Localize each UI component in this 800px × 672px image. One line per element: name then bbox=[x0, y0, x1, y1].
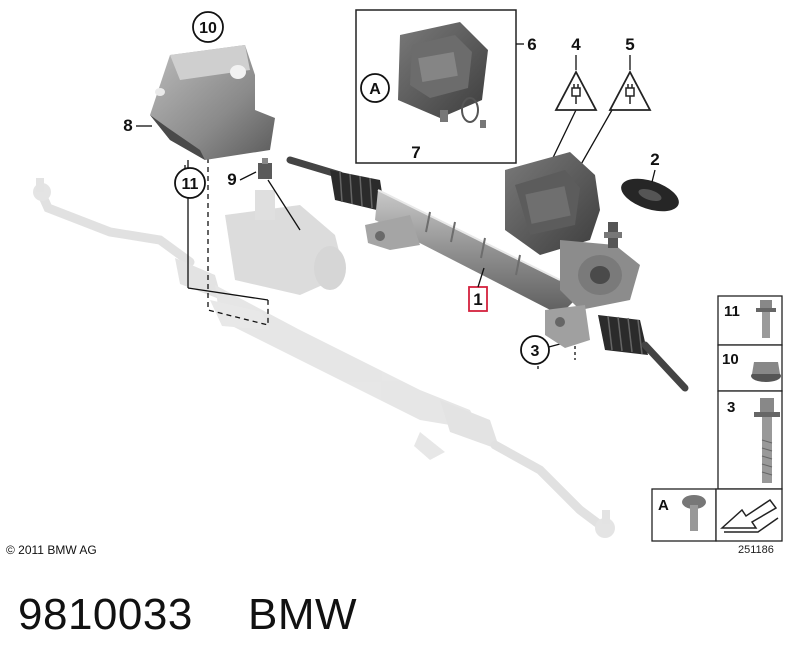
callout-5: 5 bbox=[625, 35, 634, 54]
legend-label-10: 10 bbox=[722, 351, 739, 368]
callout-8: 8 bbox=[123, 116, 132, 135]
electric-motor-unit bbox=[505, 152, 640, 310]
steering-rack bbox=[286, 152, 689, 392]
screw-a-icon bbox=[682, 495, 706, 531]
part-number: 9810033 bbox=[18, 590, 193, 639]
bolt-11-icon bbox=[756, 300, 776, 338]
nut-10-icon bbox=[751, 362, 781, 382]
callout-10: 10 bbox=[199, 20, 217, 37]
part-8-heat-shield bbox=[150, 45, 275, 160]
copyright-text: © 2011 BMW AG bbox=[6, 543, 97, 557]
ghost-steering-rack bbox=[33, 178, 615, 538]
callout-2: 2 bbox=[650, 150, 659, 169]
legend-label-3: 3 bbox=[727, 399, 735, 416]
callout-circle-11 bbox=[174, 167, 206, 199]
callout-9: 9 bbox=[227, 170, 236, 189]
callout-1: 1 bbox=[473, 290, 482, 309]
brand-name: BMW bbox=[248, 590, 358, 639]
callout-7: 7 bbox=[411, 143, 420, 162]
callout-6: 6 bbox=[527, 35, 536, 54]
legend-label-a: A bbox=[658, 497, 669, 514]
electrical-plug-icon bbox=[625, 84, 635, 104]
callout-circle-10 bbox=[192, 11, 224, 43]
part-9-clip bbox=[258, 158, 272, 179]
part-2-washer bbox=[621, 178, 679, 212]
callout-a: A bbox=[369, 81, 381, 98]
electrical-plug-icon bbox=[571, 84, 581, 104]
left-bellows-boot bbox=[330, 170, 385, 212]
arrow-icon bbox=[720, 498, 779, 533]
warning-triangle-icon bbox=[554, 70, 598, 111]
image-number: 251186 bbox=[738, 544, 774, 556]
legend-label-11: 11 bbox=[724, 303, 740, 320]
fastener-legend: 11 10 3 A bbox=[651, 295, 783, 542]
callout-4: 4 bbox=[571, 35, 581, 54]
callout-11: 11 bbox=[182, 176, 199, 193]
warning-triangle-icon bbox=[608, 70, 652, 111]
bolt-3-icon bbox=[754, 398, 780, 483]
control-unit-detail-box bbox=[355, 9, 517, 164]
callout-circle-a bbox=[360, 73, 390, 103]
right-bellows-boot bbox=[598, 315, 648, 355]
callout-3: 3 bbox=[531, 343, 540, 360]
callout-circle-3 bbox=[520, 335, 550, 365]
